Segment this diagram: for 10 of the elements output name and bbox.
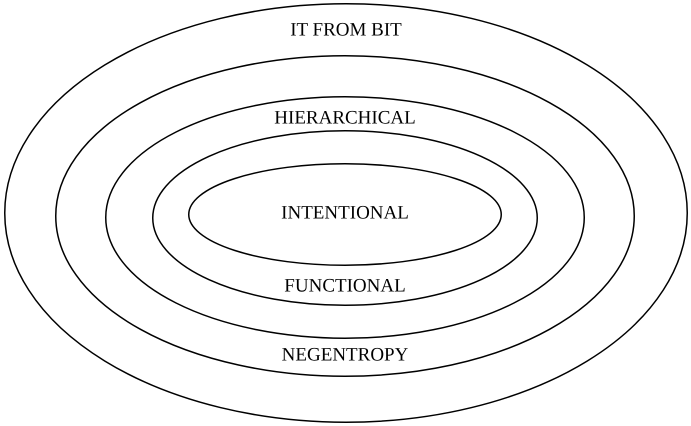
ellipse-region <box>55 55 635 377</box>
ellipse-region <box>188 163 502 266</box>
region-label: INTENTIONAL <box>281 204 409 222</box>
region-label: IT FROM BIT <box>290 20 402 40</box>
region-label: NEGENTROPY <box>282 346 408 364</box>
ellipse-region <box>105 96 585 339</box>
region-label: FUNCTIONAL <box>284 276 406 296</box>
ellipse-region <box>152 130 538 306</box>
region-label: HIERARCHICAL <box>274 108 416 128</box>
ellipse-region <box>4 3 688 423</box>
